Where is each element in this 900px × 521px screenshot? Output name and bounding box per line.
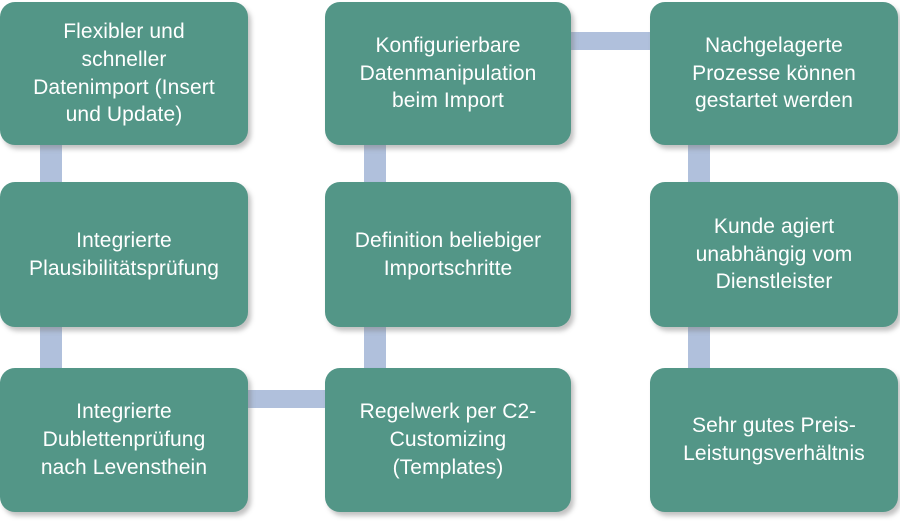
connector-col1-row1-row2 [40,140,62,186]
node-konfigurierbare-datenmanipulation[interactable]: Konfigurierbare Datenmanipulation beim I… [325,2,571,145]
connector-col1-row2-row3 [40,322,62,372]
connector-col3-row2-row3 [688,322,710,372]
node-integrierte-plausibilitaetspruefung[interactable]: Integrierte Plausibilitätsprüfung [0,182,248,327]
node-label: Nachgelagerte Prozesse können gestartet … [692,33,856,113]
node-label: Kunde agiert unabhängig vom Dienstleiste… [695,214,853,294]
node-flexibler-schneller-datenimport[interactable]: Flexibler und schneller Datenimport (Ins… [0,2,248,145]
node-regelwerk-c2-customizing[interactable]: Regelwerk per C2- Customizing (Templates… [325,368,571,512]
node-label: Flexibler und schneller Datenimport (Ins… [33,20,215,127]
node-kunde-agiert-unabhaengig[interactable]: Kunde agiert unabhängig vom Dienstleiste… [650,182,898,327]
node-sehr-gutes-preis-leistungsverhaeltnis[interactable]: Sehr gutes Preis- Leistungsverhältnis [650,368,898,512]
node-label: Definition beliebiger Importschritte [354,228,542,280]
node-integrierte-dublettenpruefung[interactable]: Integrierte Dublettenprüfung nach Levens… [0,368,248,512]
node-label: Integrierte Plausibilitätsprüfung [28,228,220,280]
node-label: Integrierte Dublettenprüfung nach Levens… [40,400,208,479]
connector-col2-row2-row3 [364,322,386,372]
connector-row1-col2-col3 [564,32,656,50]
connector-col2-row1-row2 [364,140,386,186]
node-label: Sehr gutes Preis- Leistungsverhältnis [683,414,865,465]
node-label: Regelwerk per C2- Customizing (Templates… [359,400,537,479]
connector-row3-col1-col2 [242,390,332,408]
node-label: Konfigurierbare Datenmanipulation beim I… [359,33,537,113]
node-nachgelagerte-prozesse[interactable]: Nachgelagerte Prozesse können gestartet … [650,2,898,145]
node-definition-importschritte[interactable]: Definition beliebiger Importschritte [325,182,571,327]
connector-col3-row1-row2 [688,140,710,186]
